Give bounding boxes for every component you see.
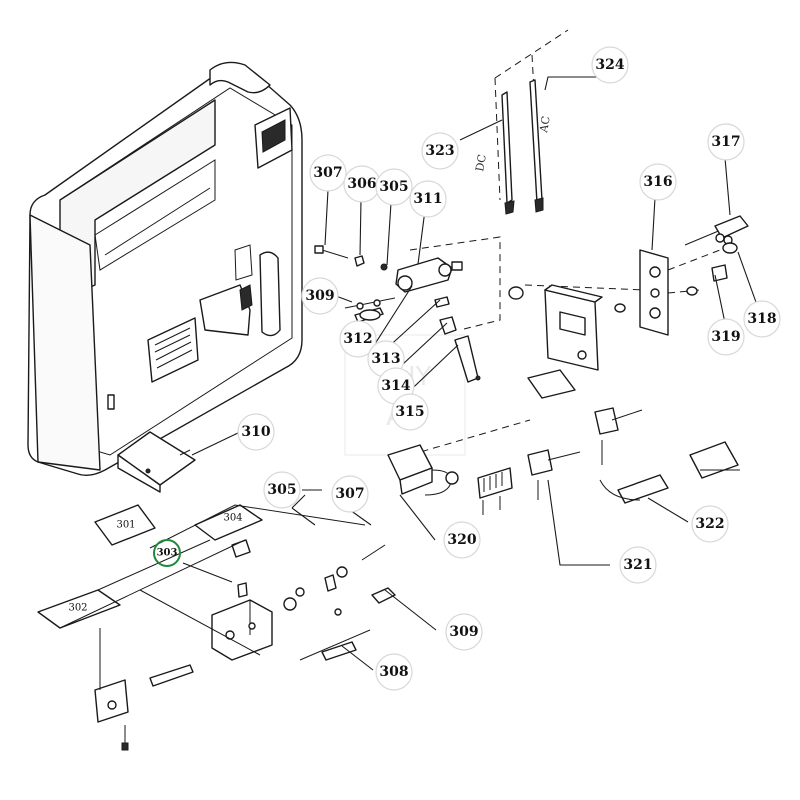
svg-text:307: 307: [313, 165, 342, 181]
callout-307: 307: [309, 154, 347, 192]
callout-323: 323: [421, 132, 459, 170]
svg-text:305: 305: [379, 179, 408, 195]
svg-text:309: 309: [305, 288, 334, 304]
callout-322: 322: [691, 505, 729, 543]
svg-text:309: 309: [449, 624, 478, 640]
callout-319: 319: [707, 318, 745, 356]
callout-312: 312: [339, 320, 377, 358]
svg-text:302: 302: [68, 603, 87, 614]
svg-text:312: 312: [343, 331, 372, 347]
callout-305: 305: [375, 168, 413, 206]
svg-text:319: 319: [711, 329, 740, 345]
callout-309: 309: [301, 277, 339, 315]
svg-text:308: 308: [379, 664, 408, 680]
right-bracket-assembly: [409, 236, 646, 399]
svg-text:320: 320: [447, 532, 476, 548]
boxed-label-304: 304: [194, 504, 263, 541]
callout-311: 311: [409, 180, 447, 218]
gas-fittings-assembly: [314, 245, 481, 383]
svg-text:314: 314: [381, 378, 410, 394]
svg-text:315: 315: [395, 404, 424, 420]
part-316-plate: [639, 249, 721, 336]
callout-305-lower: 305: [263, 471, 301, 509]
svg-text:317: 317: [711, 134, 740, 150]
svg-text:304: 304: [223, 513, 242, 524]
callout-308: 308: [375, 653, 413, 691]
heater-housing: [27, 61, 303, 477]
svg-text:307: 307: [335, 486, 364, 502]
svg-text:301: 301: [116, 520, 135, 531]
part-321-clips: [527, 407, 643, 500]
callout-306: 306: [343, 165, 381, 203]
callout-317: 317: [707, 123, 745, 161]
part-322-power-cable: [599, 441, 740, 504]
part-317-electrode: [684, 215, 749, 246]
callout-318: 318: [743, 300, 781, 338]
svg-text:321: 321: [623, 557, 652, 573]
svg-text:322: 322: [695, 516, 724, 532]
leader-lines: [182, 76, 758, 671]
svg-text:318: 318: [747, 311, 776, 327]
svg-text:323: 323: [425, 143, 454, 159]
callout-310: 310: [237, 413, 275, 451]
dc-wire-label: DC: [473, 153, 489, 172]
parts-318-319-fittings: [686, 242, 738, 296]
svg-text:303: 303: [157, 548, 178, 559]
svg-text:313: 313: [371, 351, 400, 367]
svg-text:306: 306: [347, 176, 376, 192]
part-310-plate: [117, 431, 196, 493]
callout-324: 324: [591, 46, 629, 84]
parts-323-324-tubes: DC AC: [473, 29, 569, 215]
svg-text:305: 305: [267, 482, 296, 498]
svg-text:311: 311: [413, 191, 442, 207]
callout-321: 321: [619, 546, 657, 584]
callout-307-lower: 307: [331, 475, 369, 513]
callout-316: 316: [639, 163, 677, 201]
part-320-switch: [387, 419, 531, 496]
lower-frame-lines: [59, 504, 366, 690]
svg-text:316: 316: [643, 174, 672, 190]
terminal-block: [477, 467, 513, 515]
callout-320: 320: [443, 521, 481, 559]
svg-text:310: 310: [241, 424, 270, 440]
boxed-label-302: 302: [37, 589, 121, 629]
lower-bracket-assembly: [94, 539, 396, 751]
callout-309-lower: 309: [445, 613, 483, 651]
boxed-label-301: 301: [94, 504, 156, 546]
callout-315: 315: [391, 393, 429, 431]
ac-wire-label: AC: [537, 115, 553, 134]
callout-303-highlighted: 303: [153, 539, 181, 567]
svg-text:324: 324: [595, 57, 624, 73]
